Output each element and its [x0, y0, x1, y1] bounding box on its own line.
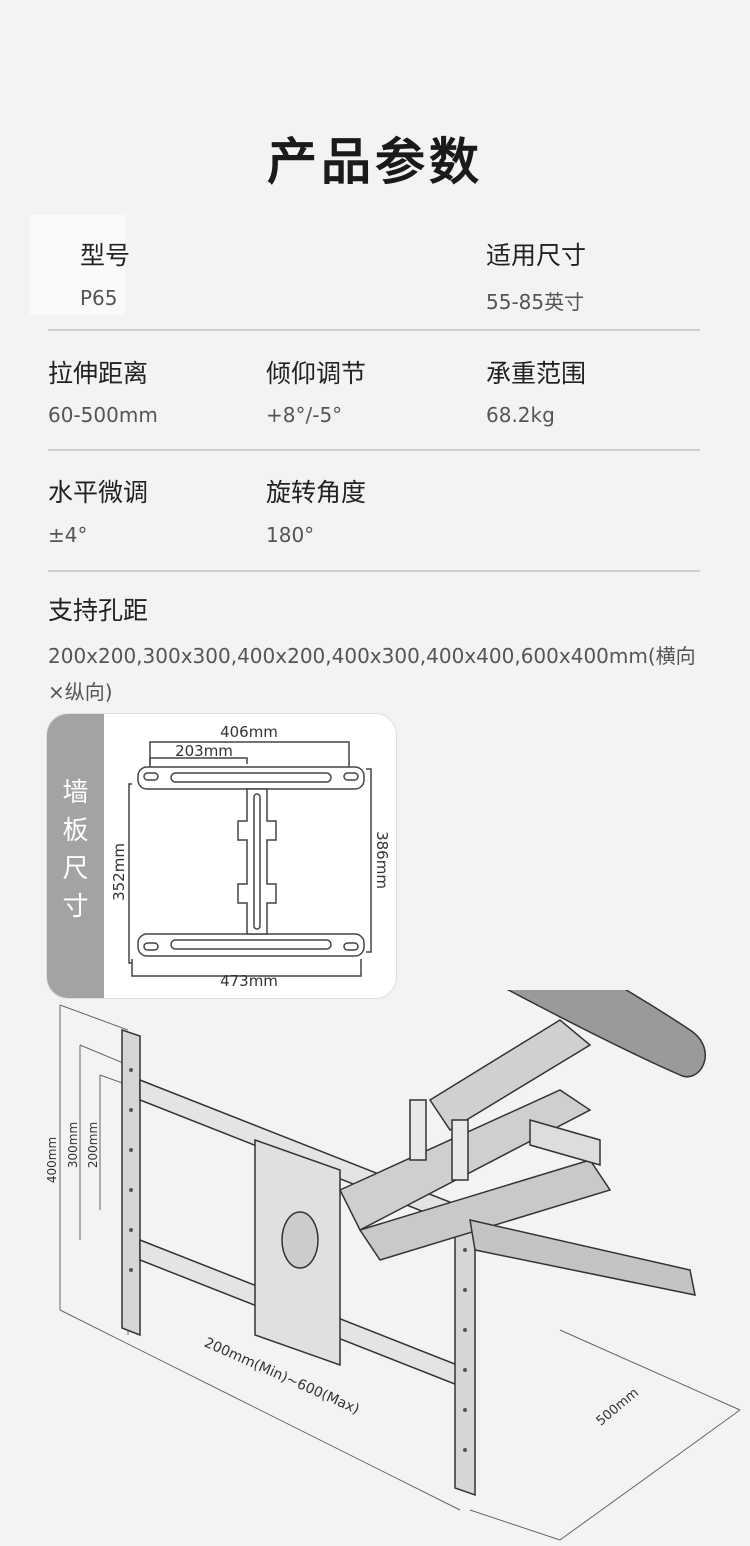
spec-value-load: 68.2kg	[486, 403, 555, 427]
spec-value-swivel: 180°	[266, 523, 315, 547]
dim-300: 300mm	[66, 1122, 80, 1168]
spec-value-level: ±4°	[48, 523, 88, 547]
label-char: 墙	[62, 778, 89, 808]
dim-depth: 500mm	[594, 1385, 642, 1429]
dim-right: 386mm	[373, 831, 391, 889]
spec-value-tilt: +8°/-5°	[266, 403, 343, 427]
spec-label-screen-size: 适用尺寸	[486, 241, 587, 270]
wall-plate-card: 墙 板 尺 寸 406mm 203mm 352mm 386mm 473m	[46, 713, 397, 999]
dim-top-inner: 203mm	[175, 742, 233, 760]
divider	[48, 329, 700, 331]
spec-value-extension: 60-500mm	[48, 403, 158, 427]
spec-label-extension: 拉伸距离	[48, 359, 149, 388]
dim-400: 400mm	[45, 1137, 59, 1183]
divider	[48, 570, 700, 572]
label-backdrop	[30, 215, 125, 315]
dim-200: 200mm	[86, 1122, 100, 1168]
spec-label-vesa: 支持孔距	[48, 596, 149, 625]
divider	[48, 449, 700, 451]
page-title: 产品参数	[267, 133, 483, 191]
spec-value-screen-size: 55-85英寸	[486, 290, 585, 314]
spec-label-swivel: 旋转角度	[266, 478, 367, 507]
spec-value-model: P65	[80, 286, 118, 310]
spec-value-vesa: 200x200,300x300,400x200,400x300,400x400,…	[48, 644, 696, 704]
dim-bottom: 473mm	[220, 972, 278, 990]
spec-label-load: 承重范围	[486, 359, 587, 388]
dim-top-outer: 406mm	[220, 723, 278, 741]
dim-left: 352mm	[110, 843, 128, 901]
wall-plate-label: 墙 板 尺 寸	[47, 714, 104, 998]
label-char: 寸	[62, 892, 89, 922]
spec-label-model: 型号	[80, 241, 131, 270]
product-drawing: 400mm 300mm 200mm 200mm(Min)~600(Max) 50…	[45, 990, 741, 1541]
label-char: 板	[62, 816, 89, 846]
spec-label-tilt: 倾仰调节	[266, 359, 367, 388]
label-char: 尺	[62, 854, 89, 884]
spec-label-level: 水平微调	[48, 478, 149, 507]
wall-plate-drawing: 406mm 203mm 352mm 386mm 473mm	[110, 723, 391, 990]
